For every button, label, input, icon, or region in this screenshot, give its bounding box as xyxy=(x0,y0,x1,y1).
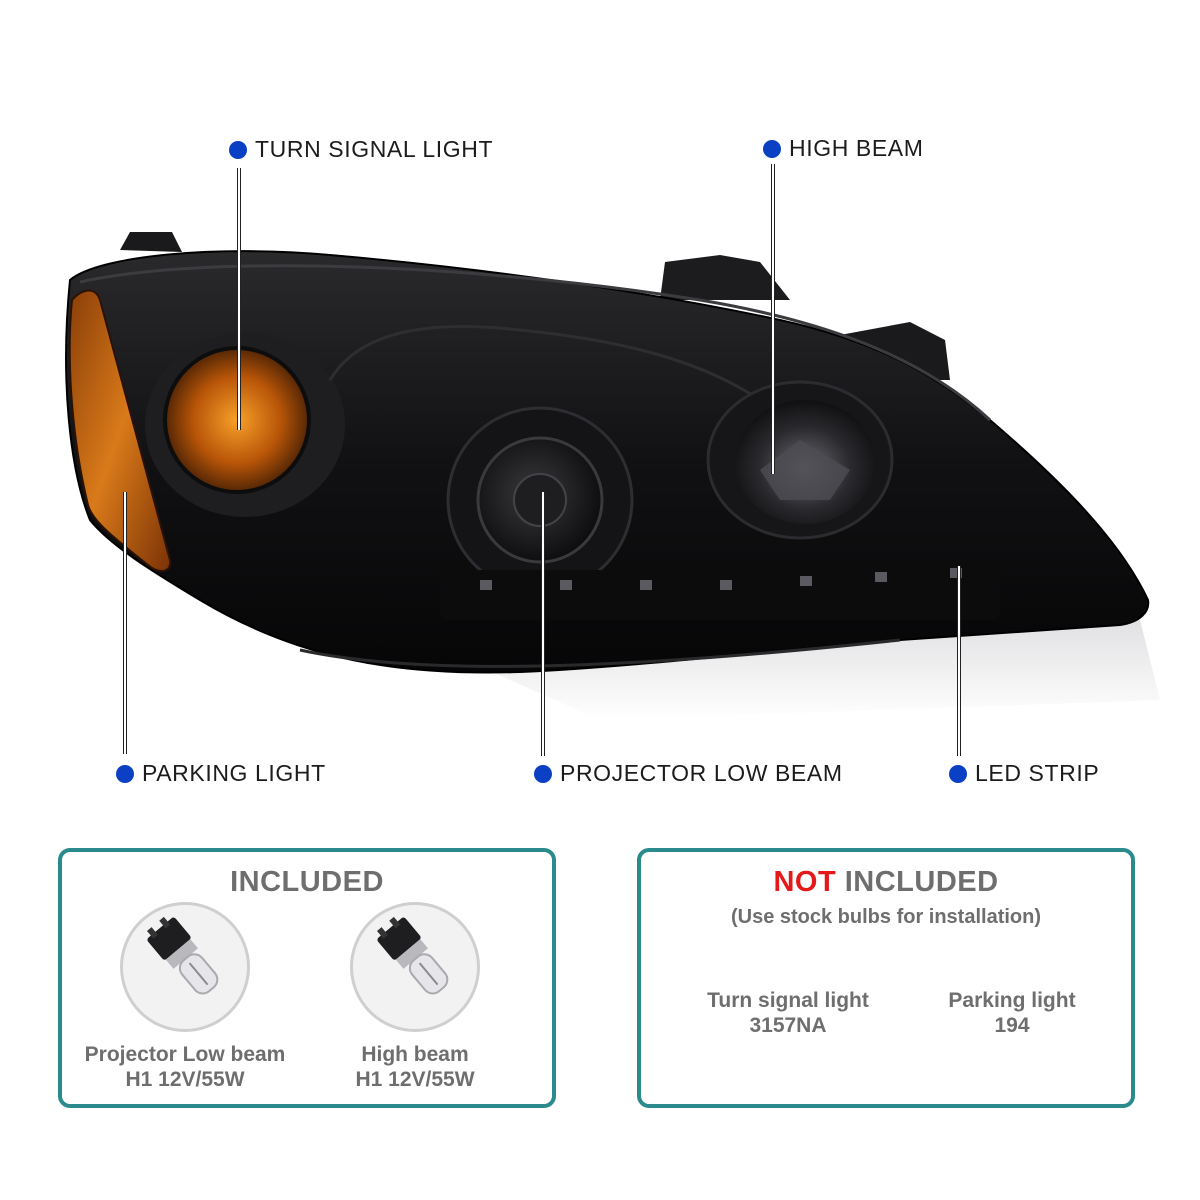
turn-signal-bulb-code: 3157NA xyxy=(749,1014,827,1037)
high-beam-bulb-image xyxy=(350,902,480,1032)
parking-bulb-name: Parking light xyxy=(948,989,1076,1012)
callout-led-strip: LED STRIP xyxy=(949,760,1099,787)
headlight-illustration xyxy=(65,232,1160,720)
projector-bulb-spec: H1 12V/55W xyxy=(125,1068,245,1091)
stock-bulbs-note: (Use stock bulbs for installation) xyxy=(730,906,1042,928)
callout-led-strip-label: LED STRIP xyxy=(975,760,1100,786)
high-beam-bulb-spec: H1 12V/55W xyxy=(355,1068,475,1091)
led-strip-leader xyxy=(957,566,961,756)
included-panel: INCLUDED Projector Low xyxy=(58,848,556,1108)
not-included-title-rest: INCLUDED xyxy=(836,866,999,898)
marker-dot-icon xyxy=(534,764,552,783)
callout-turn-signal-label: TURN SIGNAL LIGHT xyxy=(255,136,494,162)
headlight-photo xyxy=(65,232,1160,720)
not-included-accent: NOT xyxy=(773,866,837,898)
projector-bulb-image xyxy=(120,902,250,1032)
callout-projector-label: PROJECTOR LOW BEAM xyxy=(560,760,843,786)
h1-bulb-icon xyxy=(376,916,449,995)
marker-dot-icon xyxy=(116,764,134,783)
turn-signal-bulb-info: Turn signal light 3157NA xyxy=(668,988,908,1038)
turn-signal-leader xyxy=(237,168,241,430)
parking-leader xyxy=(123,492,127,754)
turn-signal-bulb-name: Turn signal light xyxy=(707,989,869,1012)
projector-bulb-label: Projector Low beam H1 12V/55W xyxy=(65,1042,305,1092)
parking-bulb-info: Parking light 194 xyxy=(892,988,1132,1038)
parking-bulb-code: 194 xyxy=(994,1014,1030,1037)
not-included-title: NOT INCLUDED xyxy=(641,866,1131,899)
callout-high-beam: HIGH BEAM xyxy=(763,135,923,162)
not-included-panel: NOT INCLUDED (Use stock bulbs for instal… xyxy=(637,848,1135,1108)
callout-turn-signal: TURN SIGNAL LIGHT xyxy=(229,136,493,163)
callout-parking: PARKING LIGHT xyxy=(116,760,326,787)
high-beam-bulb-name: High beam xyxy=(361,1043,469,1066)
projector-leader xyxy=(541,492,545,756)
marker-dot-icon xyxy=(229,140,247,159)
marker-dot-icon xyxy=(949,764,967,783)
callout-projector: PROJECTOR LOW BEAM xyxy=(534,760,843,787)
projector-bulb-name: Projector Low beam xyxy=(84,1043,286,1066)
led-strip-lights xyxy=(440,568,1000,620)
high-beam-bulb-label: High beam H1 12V/55W xyxy=(295,1042,535,1092)
high-beam-leader xyxy=(771,164,775,474)
callout-high-beam-label: HIGH BEAM xyxy=(789,135,924,161)
h1-bulb-icon xyxy=(146,916,219,995)
included-title: INCLUDED xyxy=(230,866,384,898)
callout-parking-label: PARKING LIGHT xyxy=(142,760,326,786)
marker-dot-icon xyxy=(763,139,781,158)
